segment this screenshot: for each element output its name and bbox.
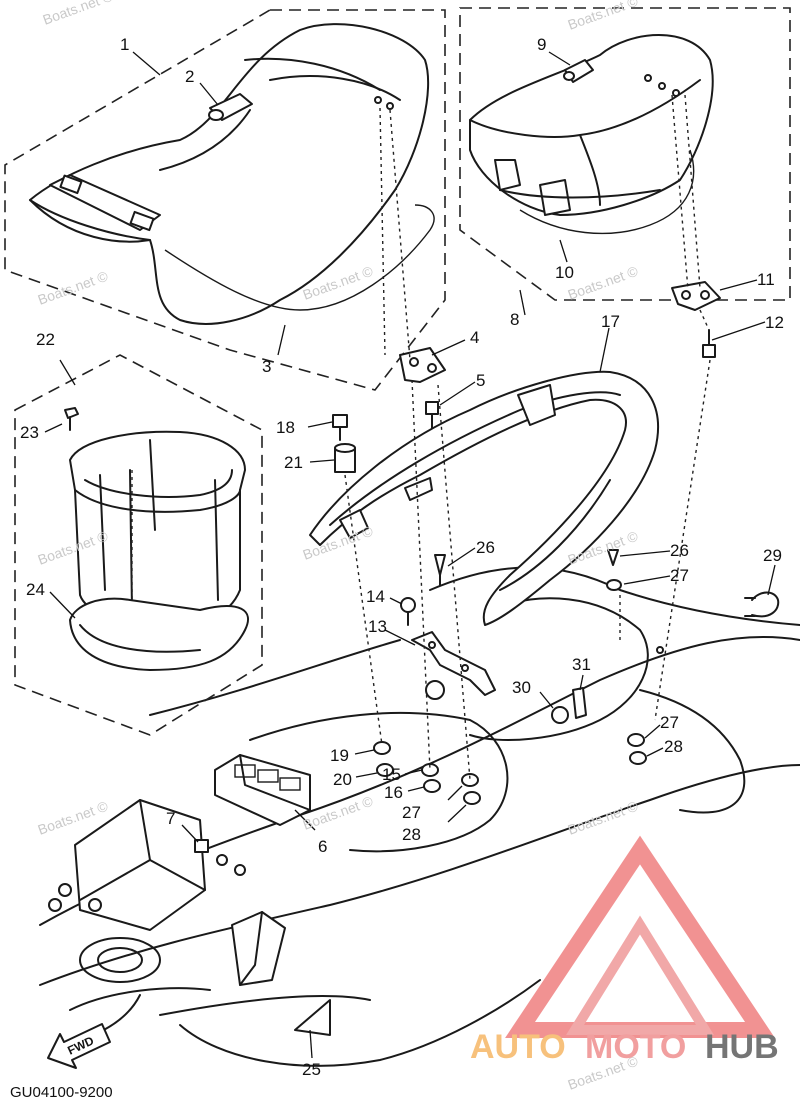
callout-24: 24 bbox=[26, 580, 45, 599]
callout-19: 19 bbox=[330, 746, 349, 765]
callout-23: 23 bbox=[20, 423, 39, 442]
logo-part-hub: HUB bbox=[705, 1028, 779, 1066]
storage-bucket bbox=[64, 407, 249, 671]
callout-20: 20 bbox=[333, 770, 352, 789]
watermark: Boats.net © bbox=[301, 792, 376, 832]
rear-rail bbox=[309, 370, 659, 626]
callout-13: 13 bbox=[368, 617, 387, 636]
seat-front bbox=[29, 23, 435, 325]
leader-lines bbox=[44, 51, 776, 1059]
callout-21: 21 bbox=[284, 453, 303, 472]
watermark: Boats.net © bbox=[41, 0, 116, 28]
assembly-box-1 bbox=[4, 9, 446, 391]
callout-7: 7 bbox=[166, 809, 175, 828]
watermark: Boats.net © bbox=[566, 0, 641, 33]
alignment-lines bbox=[344, 94, 711, 781]
callout-29: 29 bbox=[763, 546, 782, 565]
callout-5: 5 bbox=[476, 371, 485, 390]
hull-deck bbox=[39, 566, 800, 1067]
watermark: Boats.net © bbox=[36, 267, 111, 307]
callout-25: 25 bbox=[302, 1060, 321, 1079]
callout-27-right-top: 27 bbox=[670, 566, 689, 585]
callout-18: 18 bbox=[276, 418, 295, 437]
callout-30: 30 bbox=[512, 678, 531, 697]
callout-14: 14 bbox=[366, 587, 385, 606]
watermark: Boats.net © bbox=[566, 797, 641, 837]
callouts: 1 2 3 4 5 6 7 8 9 10 11 12 13 14 15 16 1… bbox=[20, 35, 784, 1079]
callout-6: 6 bbox=[318, 837, 327, 856]
callout-27-right-bottom: 27 bbox=[660, 713, 679, 732]
callout-26-right: 26 bbox=[670, 541, 689, 560]
callout-28-right: 28 bbox=[664, 737, 683, 756]
diagram-code: GU04100-9200 bbox=[10, 1084, 113, 1101]
callout-11: 11 bbox=[757, 270, 775, 289]
callout-4: 4 bbox=[470, 328, 479, 347]
callout-3: 3 bbox=[262, 357, 271, 376]
callout-15: 15 bbox=[382, 765, 401, 784]
callout-27-center: 27 bbox=[402, 803, 421, 822]
hardware bbox=[194, 281, 780, 1036]
callout-28-center: 28 bbox=[402, 825, 421, 844]
callout-1: 1 bbox=[120, 35, 129, 54]
seat-rear bbox=[469, 34, 714, 235]
automotohub-logo: AUTO MOTO HUB bbox=[470, 835, 779, 1066]
assembly-box-22 bbox=[14, 354, 263, 736]
watermark: Boats.net © bbox=[566, 262, 641, 302]
logo-part-auto: AUTO bbox=[470, 1028, 566, 1066]
callout-9: 9 bbox=[537, 35, 546, 54]
callout-17: 17 bbox=[601, 312, 620, 331]
callout-12: 12 bbox=[765, 313, 784, 332]
callout-10: 10 bbox=[555, 263, 574, 282]
logo-part-moto: MOTO bbox=[585, 1028, 686, 1066]
callout-22: 22 bbox=[36, 330, 55, 349]
fwd-arrow: FWD bbox=[47, 1023, 111, 1069]
callout-16: 16 bbox=[384, 783, 403, 802]
callout-2: 2 bbox=[185, 67, 194, 86]
callout-26-left: 26 bbox=[476, 538, 495, 557]
callout-8: 8 bbox=[510, 310, 519, 329]
assembly-box-8 bbox=[459, 7, 791, 301]
callout-31: 31 bbox=[572, 655, 591, 674]
